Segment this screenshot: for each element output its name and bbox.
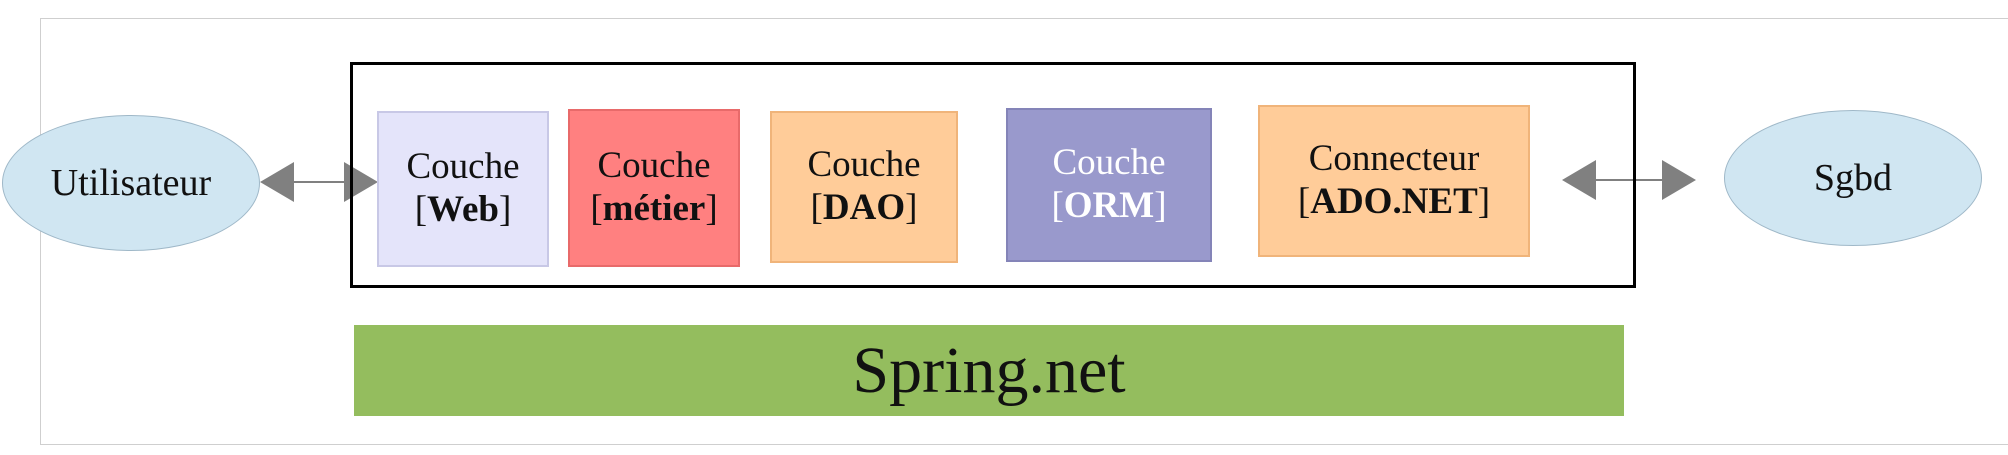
layer-metier-name: [métier]	[590, 188, 718, 229]
layer-web: Couche [Web]	[377, 111, 549, 267]
layer-dao: Couche [DAO]	[770, 111, 958, 263]
connector-to-db-arrow	[1562, 160, 1696, 200]
layer-connecteur-name: [ADO.NET]	[1297, 181, 1491, 222]
layer-metier-line1: Couche	[597, 145, 711, 187]
database-label: Sgbd	[1813, 157, 1893, 199]
layer-metier: Couche [métier]	[568, 109, 740, 267]
layer-orm-line1: Couche	[1052, 142, 1166, 184]
user-label: Utilisateur	[50, 162, 212, 204]
layer-orm-name: [ORM]	[1051, 185, 1167, 226]
spring-net-label: Spring.net	[852, 333, 1126, 407]
layer-connecteur-line1: Connecteur	[1308, 138, 1480, 180]
layer-dao-line1: Couche	[807, 144, 921, 186]
spring-net-bar: Spring.net	[354, 325, 1624, 416]
layer-connecteur: Connecteur [ADO.NET]	[1258, 105, 1530, 257]
layer-web-line1: Couche	[406, 146, 520, 188]
layer-orm: Couche [ORM]	[1006, 108, 1212, 262]
database-ellipse: Sgbd	[1724, 110, 1982, 246]
layers-container	[350, 62, 1636, 288]
layer-web-name: [Web]	[414, 189, 512, 230]
user-ellipse: Utilisateur	[2, 115, 260, 251]
layer-dao-name: [DAO]	[810, 187, 918, 228]
